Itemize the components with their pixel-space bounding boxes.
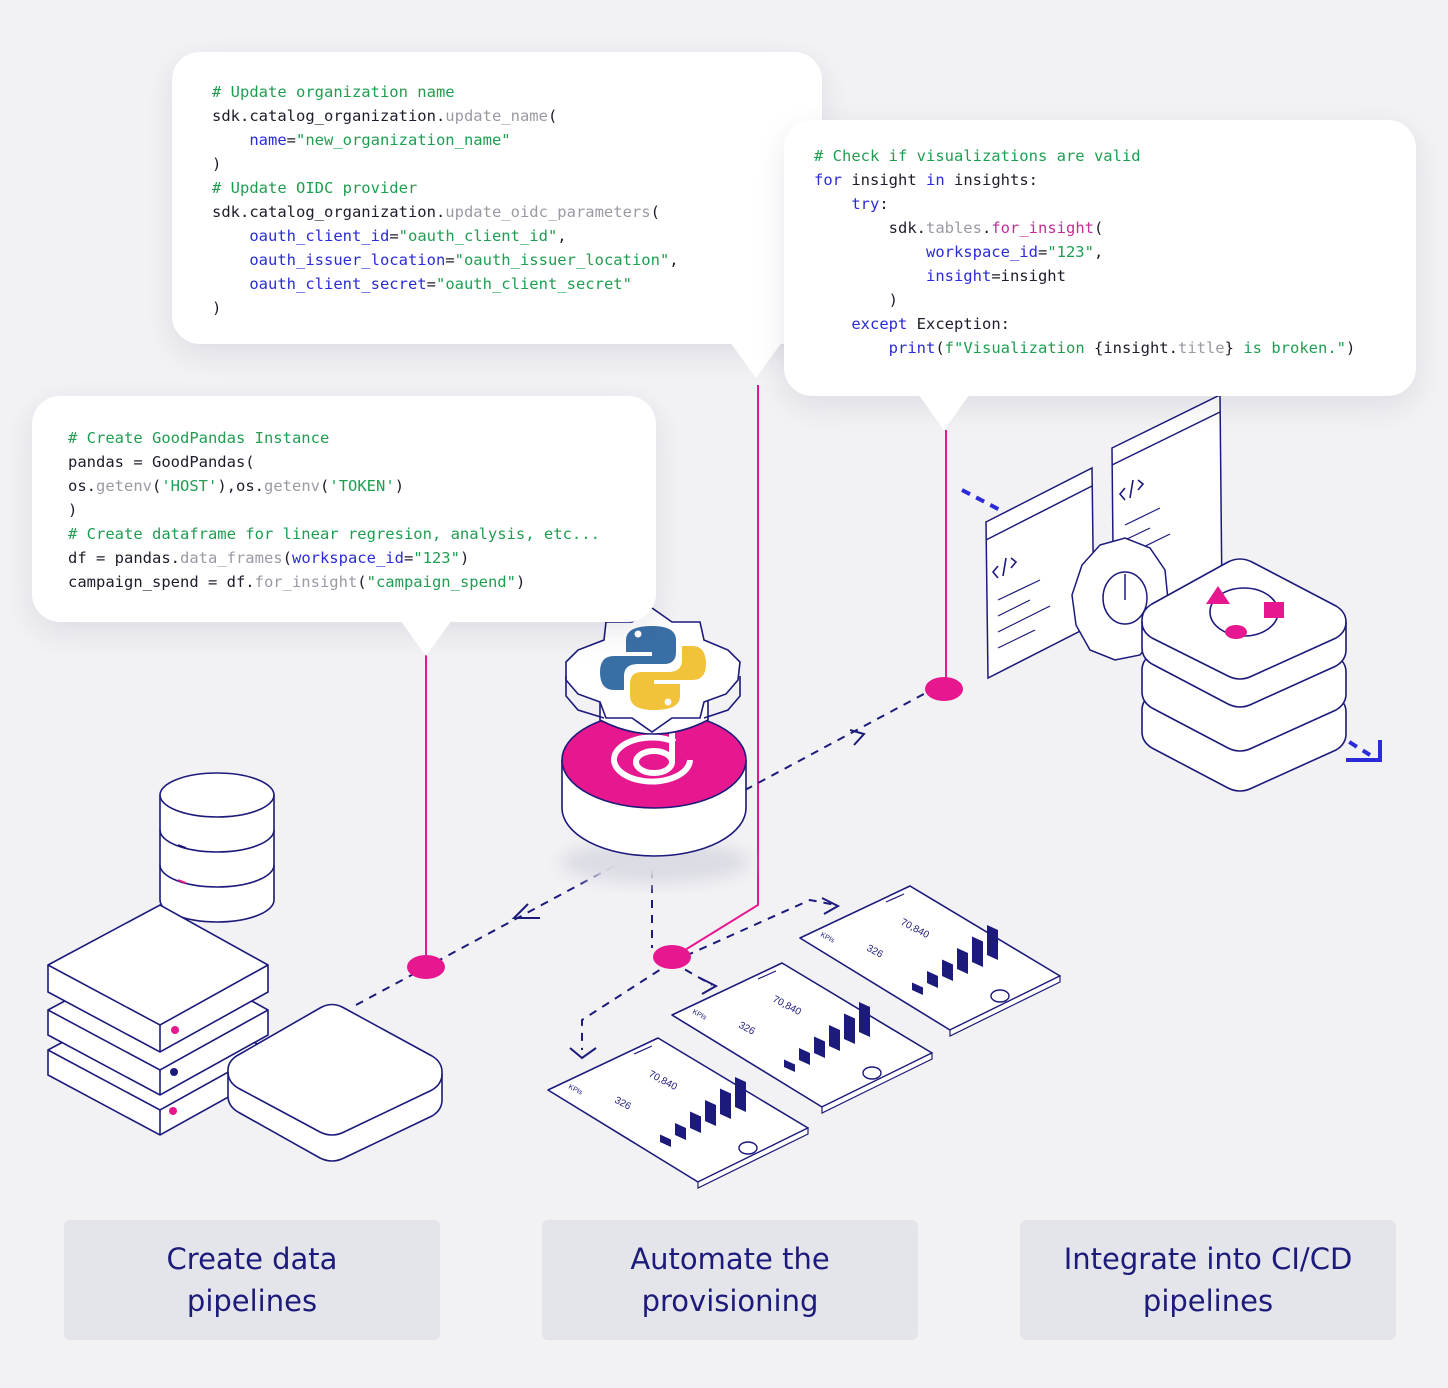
- speaker-icon: [633, 1045, 653, 1055]
- code-line: print(f"Visualization {insight.title} is…: [888, 339, 1356, 357]
- speaker-icon: [757, 970, 777, 980]
- code-line: # Update organization name: [212, 83, 455, 101]
- card-label: Automate the provisioning: [630, 1242, 830, 1318]
- code-line: for insight in insights:: [814, 171, 1038, 189]
- code-line: ): [68, 501, 78, 519]
- code-icon: [991, 479, 1145, 579]
- code-block-pandas: # Create GoodPandas Instance pandas = Goo…: [32, 396, 656, 624]
- code-line: except Exception:: [851, 315, 1010, 333]
- flow-arrowheads: [511, 729, 866, 1060]
- connector-dots: [407, 677, 963, 979]
- home-button-icon: [862, 1066, 882, 1080]
- code-line: ): [212, 155, 222, 173]
- phone-chart-bar: [844, 1013, 855, 1044]
- code-line: sdk.tables.for_insight(: [814, 219, 1104, 237]
- code-line: os.getenv('HOST'),os.getenv('TOKEN'): [68, 477, 405, 495]
- gear-icon: [565, 607, 741, 735]
- storage-box-icon: [227, 1003, 443, 1162]
- phone-chart-bar: [859, 1002, 870, 1037]
- code-panel-lines: [997, 507, 1171, 649]
- code-line: workspace_id="123",: [925, 243, 1104, 261]
- code-line: # Create GoodPandas Instance: [68, 429, 330, 447]
- workflow-stack-icon: [1141, 558, 1347, 792]
- phone-chart-bar: [735, 1077, 746, 1112]
- code-bubble-organization: # Update organization name sdk.catalog_or…: [172, 52, 822, 378]
- phone-chart-bar: [720, 1088, 731, 1119]
- phone-chart-bar: [912, 982, 923, 995]
- code-line: try:: [851, 195, 889, 213]
- code-line: name="new_organization_name": [249, 131, 511, 149]
- code-bubble-visualizations: # Check if visualizations are valid for i…: [784, 120, 1416, 430]
- code-line: oauth_issuer_location="oauth_issuer_loca…: [249, 251, 679, 269]
- database-icon: [159, 772, 275, 923]
- cycle-icon: [1206, 586, 1284, 639]
- phone-chart-bar: [705, 1100, 716, 1126]
- phone-chart-bar: [799, 1048, 810, 1065]
- code-line: # Check if visualizations are valid: [814, 147, 1141, 165]
- code-line: campaign_spend = df.for_insight("campaig…: [68, 573, 526, 591]
- card-integrate-cicd: Integrate into CI/CD pipelines: [1020, 1220, 1396, 1340]
- home-button-icon: [738, 1141, 758, 1155]
- code-line: oauth_client_secret="oauth_client_secret…: [249, 275, 632, 293]
- corner-marker: [1346, 740, 1382, 762]
- code-block-visualizations: # Check if visualizations are valid for i…: [784, 120, 1416, 384]
- code-line: sdk.catalog_organization.update_name(: [212, 107, 558, 125]
- phone-edge: [821, 1052, 933, 1114]
- phone-chart-bar: [987, 925, 998, 960]
- server-stack-icon: [47, 904, 269, 1136]
- gooddata-disc: [561, 711, 747, 857]
- card-label: Integrate into CI/CD pipelines: [1063, 1242, 1353, 1318]
- code-line: ): [212, 299, 222, 317]
- code-line: sdk.catalog_organization.update_oidc_par…: [212, 203, 660, 221]
- phone-chart-bar: [942, 959, 953, 981]
- phone-chart-bar: [784, 1059, 795, 1072]
- code-line: pandas = GoodPandas(: [68, 453, 255, 471]
- phone-chart-bar: [814, 1036, 825, 1058]
- phone-chart-bar: [927, 971, 938, 988]
- card-label: Create data pipelines: [166, 1242, 338, 1318]
- code-line: oauth_client_id="oauth_client_id",: [249, 227, 567, 245]
- phone-chart-bar: [972, 936, 983, 967]
- code-line: ): [814, 291, 898, 309]
- phone-chart-bar: [690, 1111, 701, 1133]
- phone-edge: [697, 1127, 809, 1189]
- speaker-icon: [885, 893, 905, 903]
- card-automate-provisioning: Automate the provisioning: [542, 1220, 918, 1340]
- python-logo-icon: [600, 626, 706, 710]
- code-line: df = pandas.data_frames(workspace_id="12…: [68, 549, 470, 567]
- connector-lines: [425, 385, 947, 962]
- gooddata-logo-icon: [611, 730, 693, 785]
- code-bubble-pandas: # Create GoodPandas Instance pandas = Goo…: [32, 396, 656, 656]
- phone-edge: [949, 975, 1061, 1037]
- home-button-icon: [990, 989, 1010, 1003]
- blue-dashes: [961, 488, 1372, 757]
- phone-chart-bar: [829, 1025, 840, 1051]
- code-line: # Update OIDC provider: [212, 179, 418, 197]
- code-block-organization: # Update organization name sdk.catalog_or…: [172, 52, 822, 348]
- phone-chart-bar: [957, 948, 968, 974]
- phone-chart-bar: [675, 1123, 686, 1140]
- code-line: insight=insight: [925, 267, 1066, 285]
- card-create-data-pipelines: Create data pipelines: [64, 1220, 440, 1340]
- phone-chart-bar: [660, 1134, 671, 1147]
- code-line: # Create dataframe for linear regresion,…: [68, 525, 600, 543]
